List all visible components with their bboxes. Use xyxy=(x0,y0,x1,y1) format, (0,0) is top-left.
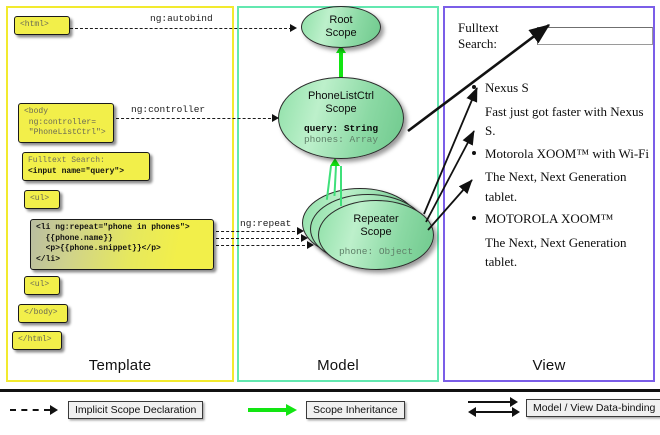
solid-arrow-icon xyxy=(248,403,300,417)
fulltext-search-input[interactable] xyxy=(537,27,653,45)
scope-repeater-prop-phone: phone: Object xyxy=(338,245,414,257)
code-box-body-open: <body ng:controller= "PhoneListCtrl"> xyxy=(18,103,114,143)
view-search-row: Fulltext Search: xyxy=(458,20,653,52)
column-label-template: Template xyxy=(88,357,152,374)
inheritance-line-ctrl-to-root xyxy=(339,53,343,79)
connector-repeat-2 xyxy=(216,238,304,239)
code-box-html-close: </html> xyxy=(12,331,62,350)
legend-divider xyxy=(0,389,660,392)
legend-item-databinding: Model / View Data-binding xyxy=(468,397,660,419)
connector-repeat-arrow-3 xyxy=(307,241,314,249)
legend-label-databinding: Model / View Data-binding xyxy=(526,399,660,417)
column-view: Fulltext Search: Nexus S Fast just got f… xyxy=(443,6,655,382)
column-model: Model xyxy=(237,6,439,382)
phone-snippet: The Next, Next Generation tablet. xyxy=(485,234,627,270)
connector-repeat-arrow-1 xyxy=(297,227,304,235)
list-item: Motorola XOOM™ with Wi-Fi The Next, Next… xyxy=(469,144,649,207)
inheritance-line-rep-3 xyxy=(340,166,342,206)
code-box-html-open: <html> xyxy=(14,16,70,35)
connector-label-controller: ng:controller xyxy=(131,104,206,115)
view-phone-list: Nexus S Fast just got faster with Nexus … xyxy=(469,78,649,275)
legend-item-inheritance: Scope Inheritance xyxy=(248,401,405,419)
code-box-ul-close: <ul> xyxy=(24,276,60,295)
legend-label-inheritance: Scope Inheritance xyxy=(306,401,405,419)
legend-item-implicit: Implicit Scope Declaration xyxy=(10,401,204,419)
legend-label-implicit: Implicit Scope Declaration xyxy=(68,401,204,419)
code-box-search: Fulltext Search: <input name="query"> xyxy=(22,152,150,182)
phone-snippet: Fast just got faster with Nexus S. xyxy=(485,103,644,139)
phone-name: MOTOROLA XOOM™ xyxy=(469,209,649,229)
scope-phonelistctrl: PhoneListCtrl Scope query: String phones… xyxy=(278,77,404,159)
search-input-code: <input name="query"> xyxy=(28,166,125,176)
scope-ctrl-prop-query: query: String xyxy=(303,122,379,134)
connector-autobind xyxy=(70,28,292,29)
double-arrow-icon xyxy=(468,397,520,419)
connector-repeat-arrow-2 xyxy=(301,234,308,242)
column-label-model: Model xyxy=(317,357,359,374)
code-box-li-repeat: <li ng:repeat="phone in phones"> {{phone… xyxy=(30,219,214,270)
scope-repeater-title-1: Repeater xyxy=(353,212,399,225)
phone-snippet: The Next, Next Generation tablet. xyxy=(485,169,627,204)
phone-name: Nexus S xyxy=(469,78,649,98)
scope-root-title-1: Root xyxy=(329,14,353,27)
legend: Implicit Scope Declaration Scope Inherit… xyxy=(0,389,660,435)
scope-repeater-title-2: Scope xyxy=(360,225,392,238)
scope-repeater: Repeater Scope phone: Object xyxy=(318,200,434,270)
inheritance-arrow-ctrl-to-root xyxy=(336,45,346,53)
code-box-body-close: </body> xyxy=(18,304,68,323)
connector-label-autobind: ng:autobind xyxy=(150,13,213,24)
dashed-arrow-icon xyxy=(10,403,62,417)
scope-ctrl-title-2: Scope xyxy=(325,102,357,115)
code-box-ul-open: <ul> xyxy=(24,190,60,209)
scope-ctrl-prop-phones: phones: Array xyxy=(303,134,379,146)
scope-root-title-2: Scope xyxy=(325,27,357,39)
scope-ctrl-title-1: PhoneListCtrl xyxy=(307,89,375,102)
list-item: Nexus S Fast just got faster with Nexus … xyxy=(469,78,649,141)
connector-repeat-3 xyxy=(216,245,310,246)
connector-controller xyxy=(116,118,276,119)
view-search-label: Fulltext Search: xyxy=(458,20,499,51)
connector-repeat-1 xyxy=(216,231,300,232)
list-item: MOTOROLA XOOM™ The Next, Next Generation… xyxy=(469,209,649,272)
phone-name: Motorola XOOM™ with Wi-Fi xyxy=(469,144,649,164)
inheritance-arrow-rep-to-ctrl xyxy=(330,158,340,166)
column-label-view: View xyxy=(532,357,566,374)
connector-controller-arrow xyxy=(272,114,279,122)
connector-label-repeat: ng:repeat xyxy=(240,218,292,229)
connector-autobind-arrow xyxy=(290,24,297,32)
scope-root: Root Scope xyxy=(301,6,381,48)
search-label-text: Fulltext Search: xyxy=(28,156,105,165)
